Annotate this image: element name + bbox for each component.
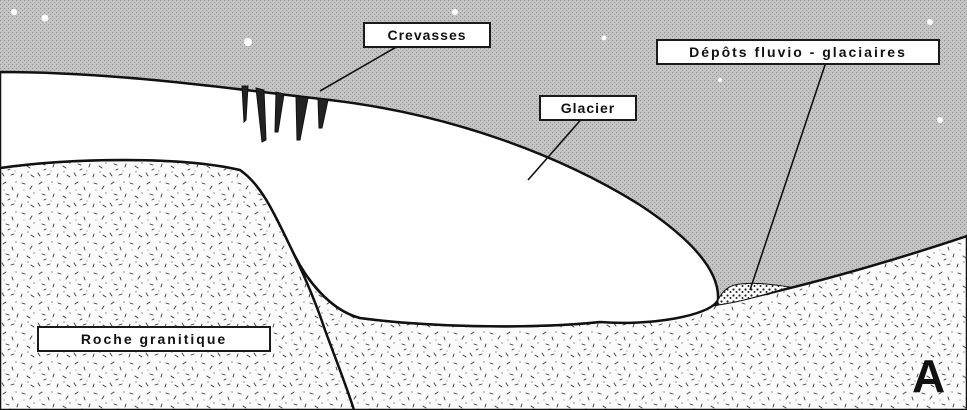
panel-letter: A [912,353,945,399]
label-glacier: Glacier [539,95,637,121]
label-roche-granitique: Roche granitique [37,326,271,352]
label-crevasses: Crevasses [363,22,491,48]
label-depots-fluvio-glaciaires: Dépôts fluvio - glaciaires [656,39,940,65]
